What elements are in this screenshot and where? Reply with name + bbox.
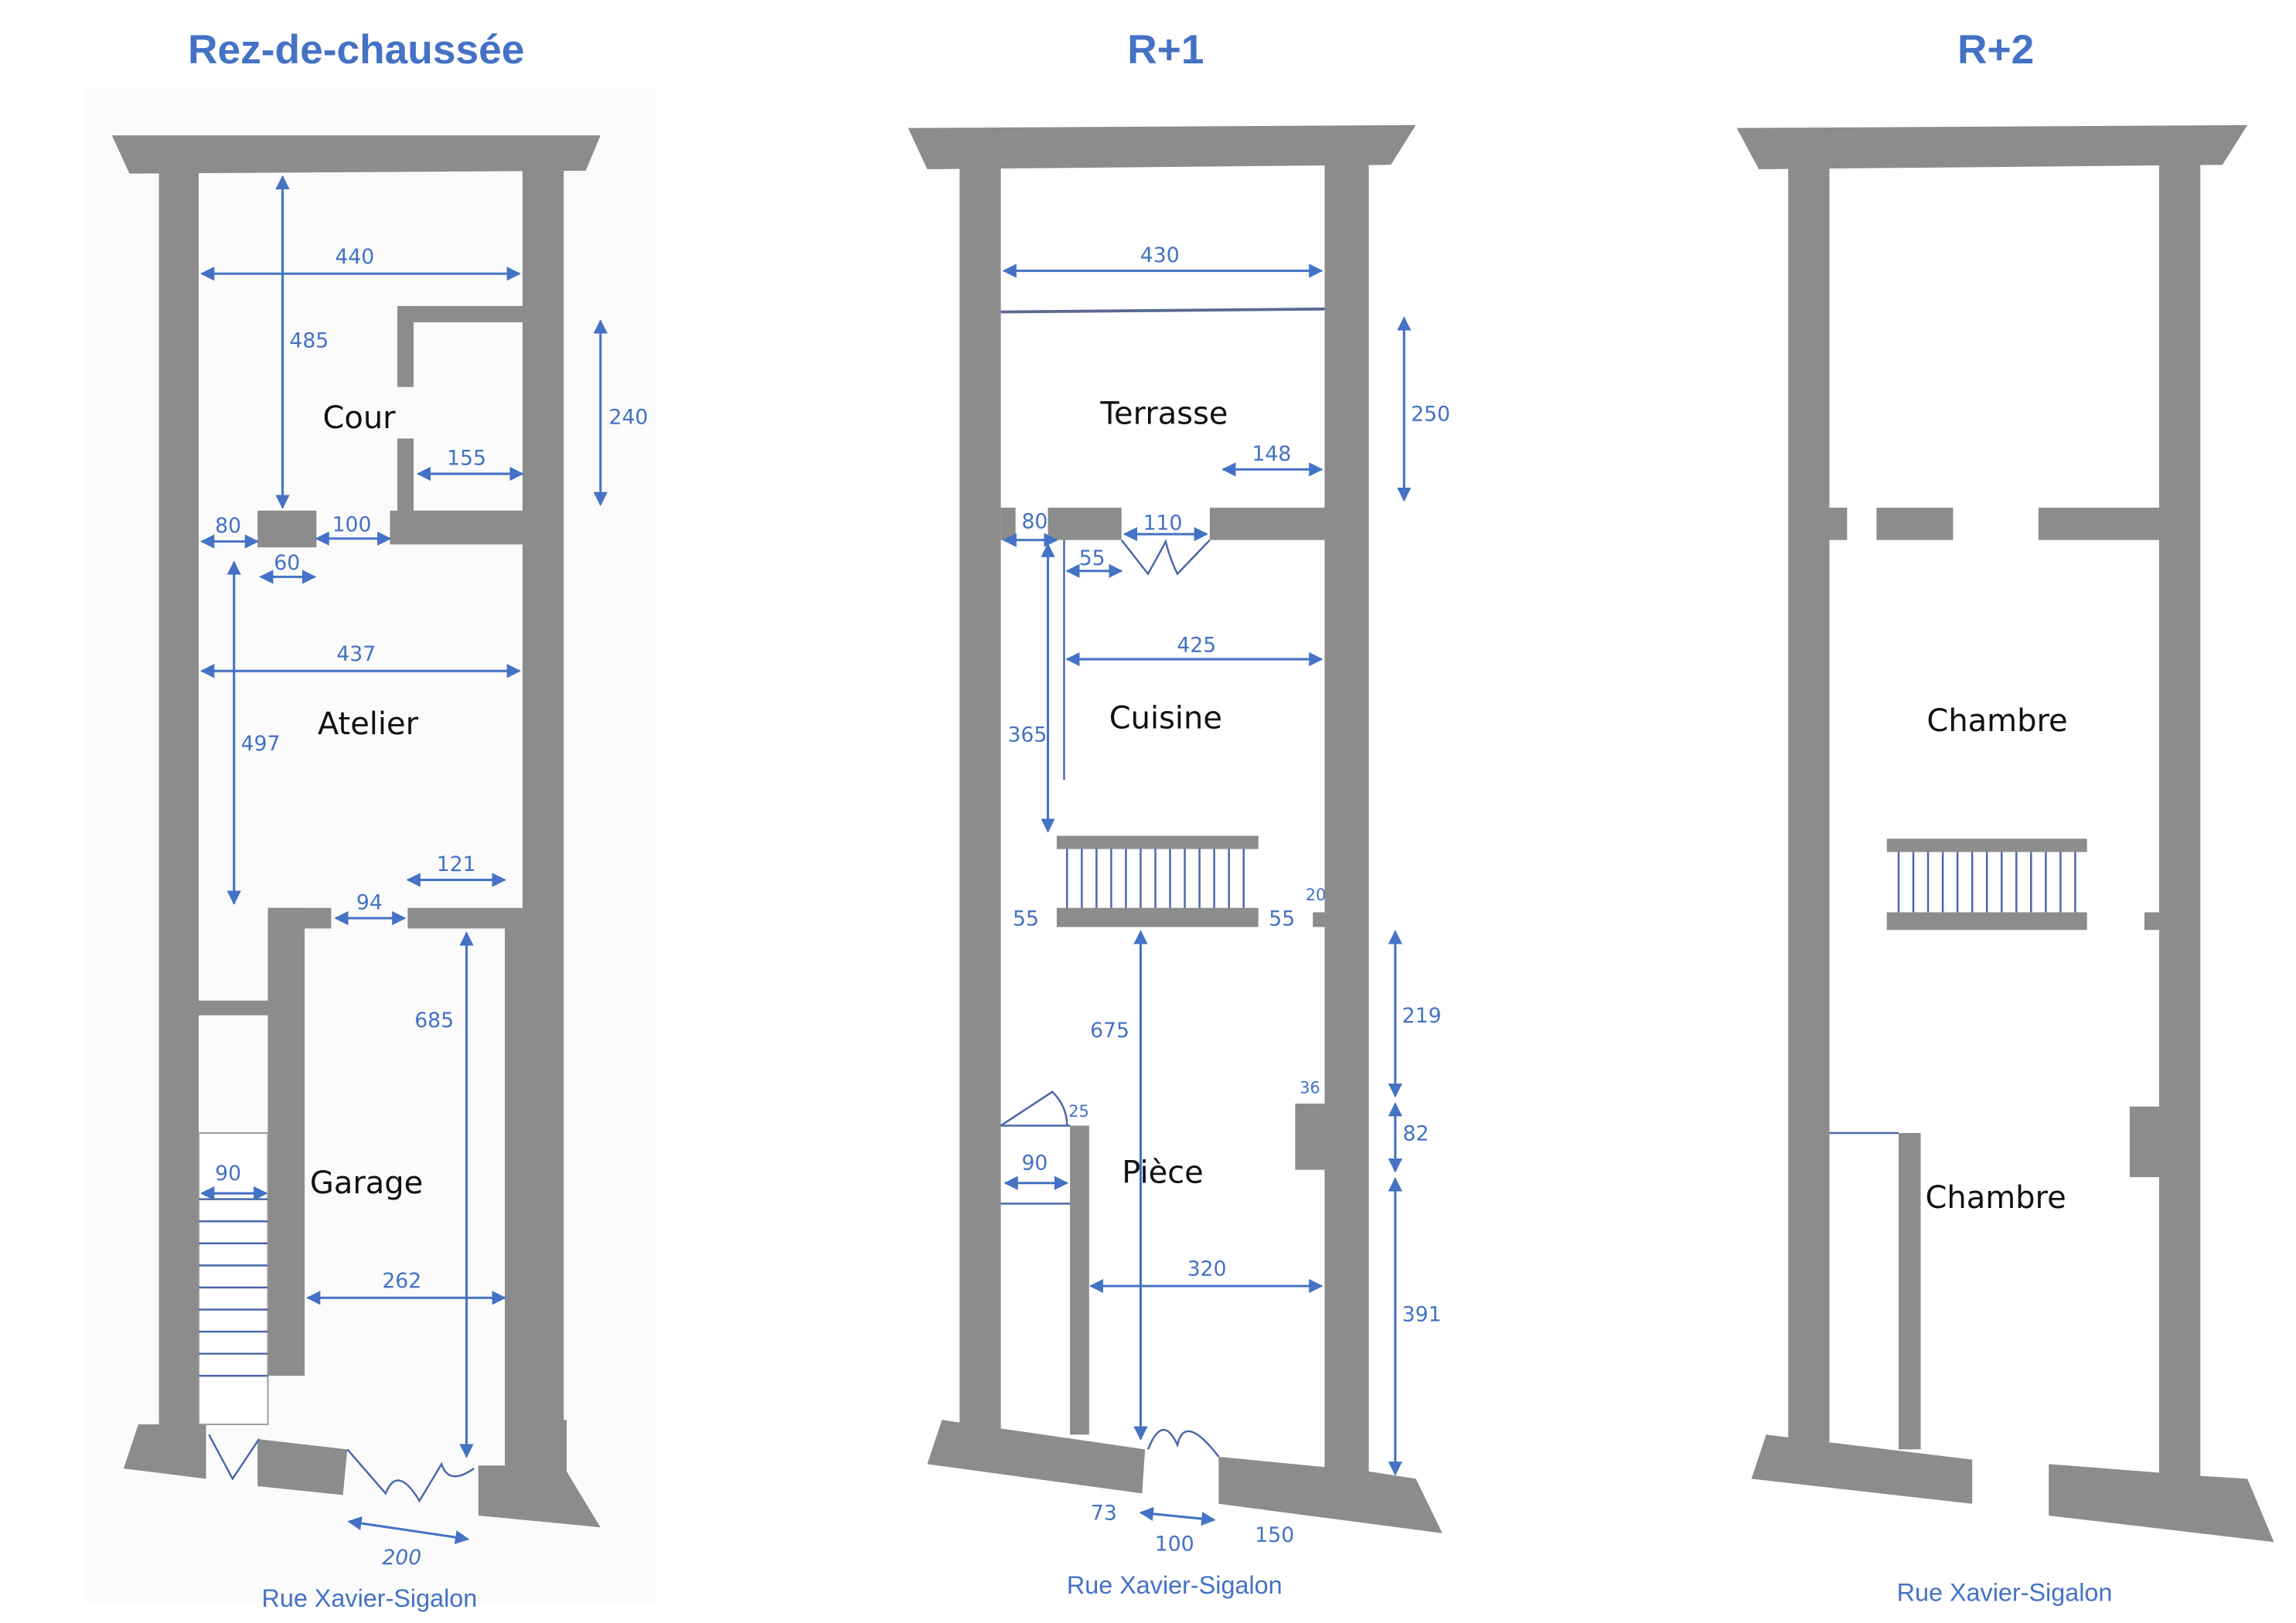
plan-title: Rez-de-chaussée (188, 27, 524, 73)
street-label: Rue Xavier-Sigalon (261, 1584, 477, 1612)
room-label: Cour (322, 400, 396, 436)
dimension-labels: 430 250 148 80 110 55 425 365 55 55 20 6… (1007, 243, 1450, 1557)
dimension-label: 73 (1091, 1502, 1117, 1526)
dimension-label: 60 (274, 551, 300, 575)
room-label: Chambre (1926, 703, 2067, 739)
room-label: Terrasse (1099, 396, 1228, 431)
dimension-label: 497 (241, 732, 281, 756)
room-label: Pièce (1122, 1155, 1203, 1191)
room-label: Atelier (318, 706, 419, 742)
dimension-label: 90 (215, 1162, 241, 1186)
dimension-label: 425 (1177, 633, 1216, 657)
street-label: Rue Xavier-Sigalon (1067, 1571, 1283, 1599)
dimension-label: 240 (609, 405, 649, 429)
dimension-label: 437 (336, 642, 376, 666)
dimension-label: 365 (1007, 723, 1047, 747)
dimension-label: 320 (1187, 1257, 1227, 1281)
dimension-label: 121 (437, 852, 476, 876)
dimension-label: 110 (1143, 511, 1183, 535)
dimension-label: 675 (1090, 1019, 1129, 1043)
door-swing (208, 1434, 475, 1503)
plan-second-floor: R+2 Chambre Chambre Rue Xavier-Sigalon (1736, 27, 2274, 1606)
dimension-label: 391 (1402, 1303, 1442, 1327)
dimension-label: 219 (1402, 1004, 1442, 1028)
stairs (1056, 835, 1259, 927)
dimension-label: 25 (1068, 1102, 1089, 1121)
dimension-label: 80 (1021, 510, 1048, 534)
door-swing (1000, 539, 1220, 1458)
dimension-label: 440 (335, 245, 374, 269)
walls (908, 124, 1443, 1533)
dimension-label: 82 (1403, 1122, 1429, 1146)
plan-title: R+1 (1127, 27, 1204, 73)
walls (111, 135, 601, 1528)
dimension-label: 20 (1306, 886, 1327, 904)
dimension-arrows (199, 175, 608, 1545)
plan-ground-floor: Rez-de-chaussée Cour Atelier Garage (85, 27, 657, 1612)
dimension-label: 150 (1255, 1523, 1294, 1547)
plan-title: R+2 (1957, 27, 2034, 73)
stairs (198, 1132, 269, 1425)
dimension-arrows (1002, 264, 1412, 1526)
dimension-label: 55 (1269, 907, 1295, 931)
stairs (1886, 839, 2087, 931)
dimension-label: 200 (382, 1546, 421, 1570)
dimension-label: 430 (1140, 243, 1180, 267)
dimension-label: 262 (382, 1269, 421, 1293)
dimension-label: 36 (1300, 1079, 1320, 1097)
street-label: Rue Xavier-Sigalon (1897, 1578, 2113, 1606)
dimension-label: 485 (289, 328, 329, 352)
walls (1736, 124, 2274, 1543)
dimension-label: 250 (1411, 403, 1450, 427)
room-label: Chambre (1926, 1180, 2066, 1216)
dimension-label: 155 (447, 447, 486, 471)
dimension-label: 55 (1079, 546, 1105, 570)
dimension-label: 80 (215, 514, 241, 538)
dimension-label: 100 (332, 512, 372, 536)
dimension-label: 94 (356, 891, 383, 915)
dimension-label: 148 (1252, 442, 1291, 466)
room-label: Cuisine (1109, 700, 1222, 736)
dimension-label: 55 (1013, 907, 1039, 931)
dimension-label: 90 (1021, 1152, 1048, 1176)
plan-first-floor: R+1 Terrasse Cuisine Pièce (908, 27, 1450, 1599)
dimension-label: 100 (1155, 1533, 1194, 1557)
dimension-label: 685 (414, 1009, 454, 1033)
dimension-labels: 440 485 240 155 80 100 60 437 497 121 94… (215, 245, 648, 1570)
room-label: Garage (310, 1165, 423, 1201)
